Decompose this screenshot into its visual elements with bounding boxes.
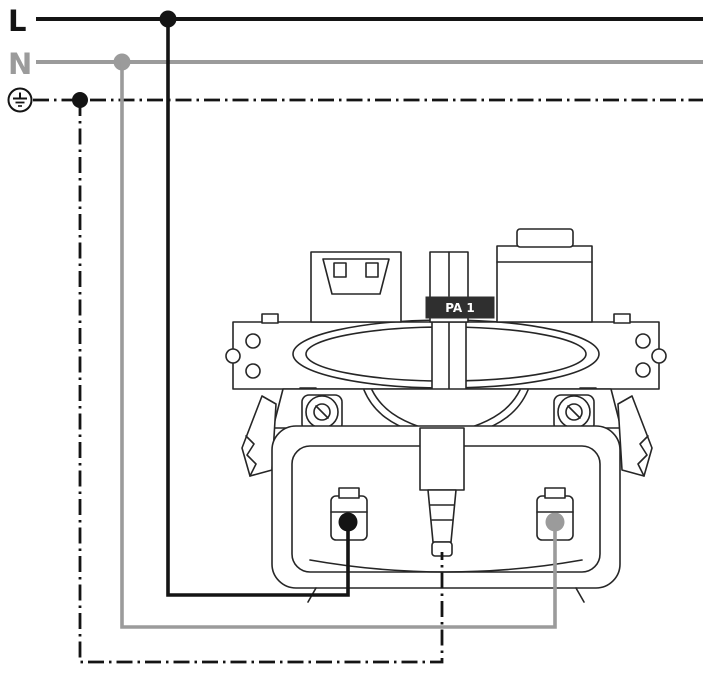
spring-wire [471,389,521,428]
plate-screw-hole [635,333,651,349]
plate-screw-hole [245,363,261,379]
left-port-slot [333,262,347,278]
right-port-housing [496,245,593,323]
left-claw-serration [245,435,257,477]
right-claw [617,395,653,477]
screw-right-inner [565,403,583,421]
plate-screw-hole [245,333,261,349]
right-claw-serration [637,435,649,477]
plate-tab [261,313,279,324]
wire-line [166,19,350,597]
plate-tab [613,313,631,324]
left-claw [241,395,277,477]
left-port-slot [365,262,379,278]
device-label-plate [425,296,495,319]
earth-icon-circle [7,87,33,113]
earth-icon [7,87,33,113]
terminal-dot-line [338,512,358,532]
spring-wire [371,389,421,428]
bus-line-L: L [8,4,703,38]
plate-edge-notch [651,348,667,364]
right-port-cap [516,228,574,248]
body-foot-right [575,587,585,603]
terminal-right-tab [544,487,566,499]
wire-earth [78,100,444,664]
label-L: L [8,4,26,38]
socket-device: PA 1 [225,228,667,603]
screw-right-slot [567,405,581,419]
center-claw [427,489,457,543]
terminal-dot-neutral [545,512,565,532]
left-port-housing [310,251,402,323]
plate-screw-hole [635,362,651,378]
plate-edge-notch [225,348,241,364]
device-label: PA 1 [445,301,475,315]
terminal-left-tab [338,487,360,499]
bus-line-earth [7,87,703,113]
bus-line-N: N [8,47,703,81]
wire-neutral [120,62,557,629]
socket-body-bottom-curve [309,559,583,573]
center-column [419,427,465,491]
label-N: N [8,47,32,81]
left-port-opening [322,258,390,295]
screw-left-slot [315,405,329,419]
screw-left-inner [313,403,331,421]
